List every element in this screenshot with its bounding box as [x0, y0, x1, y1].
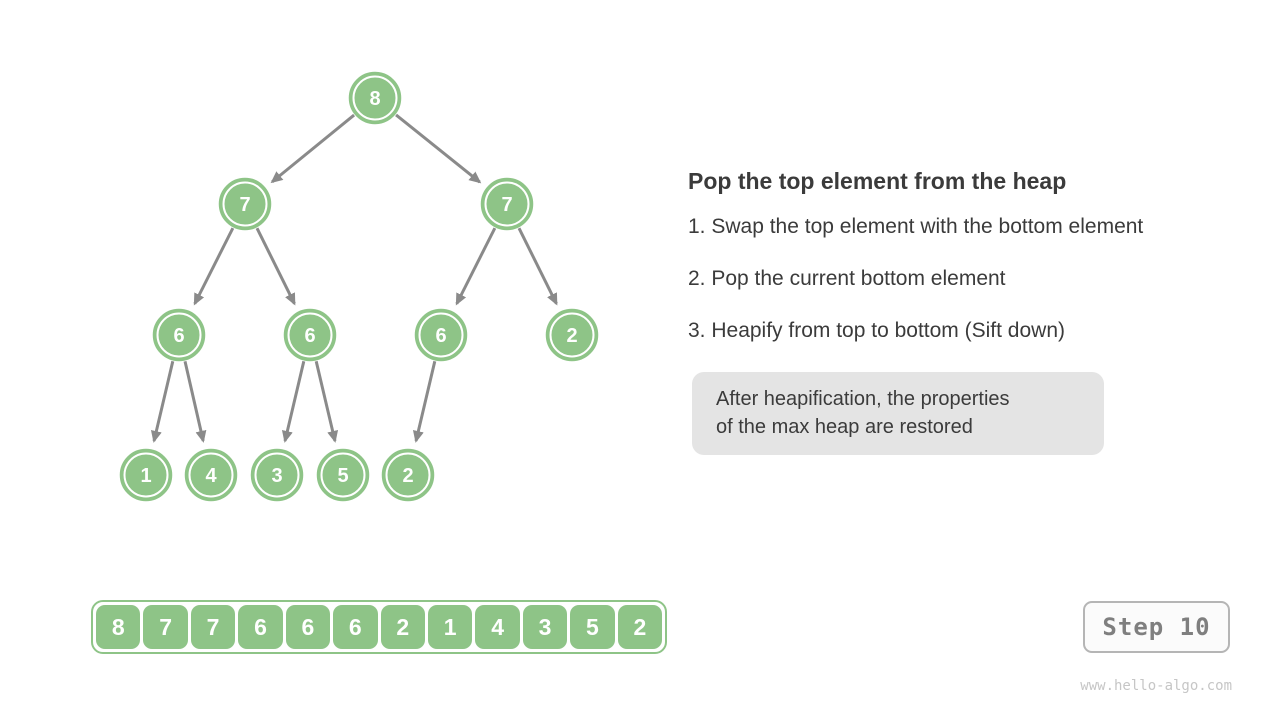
tree-node: 2: [381, 448, 435, 502]
tree-node-value: 5: [337, 465, 348, 487]
note-box: After heapification, the properties of t…: [692, 372, 1104, 455]
tree-node-value: 1: [140, 465, 151, 487]
site-url: www.hello-algo.com: [1080, 678, 1232, 694]
tree-node-value: 8: [369, 88, 380, 110]
array-cell: 5: [570, 605, 615, 649]
tree-node: 6: [283, 308, 337, 362]
tree-edge: [412, 360, 437, 443]
tree-edge: [270, 113, 356, 184]
tree-node: 1: [119, 448, 173, 502]
tree-edge: [517, 227, 558, 306]
tree-node-value: 7: [239, 194, 250, 216]
array-cell: 6: [238, 605, 283, 649]
tree-edge: [150, 360, 175, 443]
array-cell: 2: [380, 605, 425, 649]
tree-edge: [193, 227, 235, 306]
tree-edge: [255, 227, 296, 306]
tree-node-value: 7: [501, 194, 512, 216]
array-cell: 1: [427, 605, 473, 649]
array-cell: 3: [522, 605, 568, 649]
array-cell: 8: [96, 605, 141, 649]
tree-edge: [455, 227, 497, 306]
tree-edge: [183, 360, 207, 443]
panel-title: Pop the top element from the heap: [688, 168, 1067, 194]
tree-edge: [314, 360, 339, 443]
tree-node: 7: [218, 177, 272, 231]
tree-node: 8: [348, 71, 402, 125]
array-cell: 7: [143, 605, 188, 649]
instruction-step-1: 1. Swap the top element with the bottom …: [688, 215, 1144, 238]
tree-edge: [395, 113, 482, 184]
tree-node: 7: [480, 177, 534, 231]
tree-node-value: 2: [402, 465, 413, 487]
tree-node-value: 6: [173, 325, 184, 347]
tree-node: 6: [414, 308, 468, 362]
tree-node-value: 3: [271, 465, 282, 487]
array-cell: 4: [475, 605, 520, 649]
note-line-1: After heapification, the properties: [716, 388, 1010, 410]
note-line-2: of the max heap are restored: [716, 416, 973, 438]
step-badge: Step 10: [1083, 601, 1230, 653]
tree-node: 5: [316, 448, 370, 502]
tree-node: 6: [152, 308, 206, 362]
array-cell: 2: [617, 605, 663, 649]
instruction-step-2: 2. Pop the current bottom element: [688, 267, 1006, 290]
tree-node-value: 4: [205, 465, 217, 487]
tree-node: 3: [250, 448, 304, 502]
array-cell: 6: [333, 605, 378, 649]
tree-node-value: 6: [304, 325, 315, 347]
tree-node: 2: [545, 308, 599, 362]
tree-node-value: 6: [435, 325, 446, 347]
heap-tree-diagram: 8 7 7 6 6 6 2 1 4 3 5 2: [119, 71, 599, 502]
tree-node-value: 2: [566, 325, 577, 347]
tree-edge: [281, 360, 306, 443]
tree-node: 4: [184, 448, 238, 502]
instruction-step-3: 3. Heapify from top to bottom (Sift down…: [688, 319, 1065, 342]
array-cell: 7: [190, 605, 236, 649]
array-cell: 6: [285, 605, 331, 649]
